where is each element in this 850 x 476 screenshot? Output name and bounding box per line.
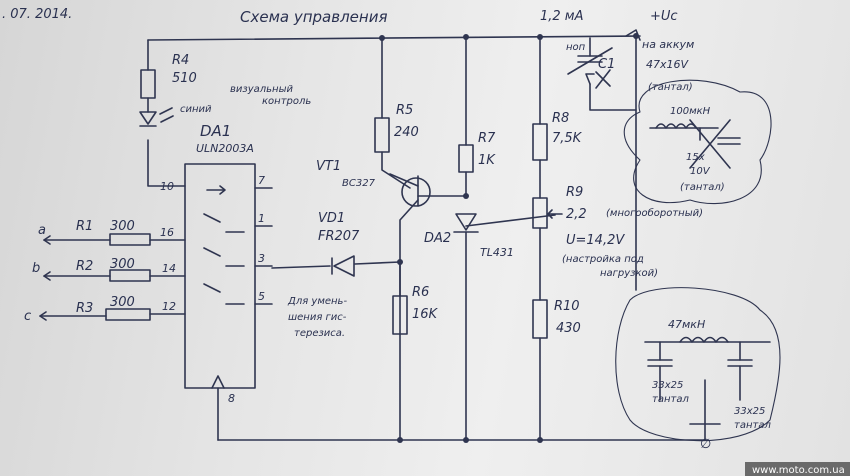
resistor-r3 — [105, 308, 151, 321]
bottom-filter-cap2-type: тантал — [734, 420, 771, 431]
r7-name: R7 — [478, 131, 496, 146]
bottom-filter-inductor: 47мкН — [668, 318, 705, 331]
watermark-text: www.moto.com.ua — [752, 465, 845, 476]
top-filter-type: (тантал) — [680, 182, 725, 193]
input-arrows — [39, 29, 641, 321]
voltage-text: +Uс — [650, 9, 678, 24]
wires — [39, 35, 771, 441]
c1-name: C1 — [598, 57, 615, 72]
hyst-note-1: Для умень- — [287, 296, 347, 307]
led-symbol — [139, 107, 174, 127]
line-a: a — [38, 223, 46, 238]
bottom-filter-cap2: 33x25 — [734, 406, 765, 417]
r4-value: 510 — [172, 71, 197, 86]
adjust-note-2: нагрузкой) — [600, 268, 658, 279]
da2-name: DA2 — [424, 231, 451, 246]
top-filter-inductor: 100мкН — [670, 106, 711, 117]
pin-8: 8 — [228, 392, 235, 405]
r9-name: R9 — [566, 185, 583, 200]
da1-name: DA1 — [200, 122, 231, 140]
date-text: . 07. 2014. — [2, 7, 72, 22]
r7-value: 1K — [478, 153, 496, 168]
resistor-r7 — [458, 144, 474, 173]
r10-name: R10 — [554, 299, 580, 314]
line-c: c — [24, 309, 31, 324]
top-filter-cap: 15x — [686, 152, 705, 163]
pin-1: 1 — [258, 212, 265, 225]
top-filter-parts — [655, 119, 741, 169]
ground-symbol: ∅ — [700, 437, 711, 452]
r3-name: R3 — [76, 301, 93, 316]
vt1-name: VT1 — [316, 159, 341, 174]
r9-note: (многооборотный) — [606, 207, 703, 219]
transistor-vt1-body — [401, 177, 431, 207]
c1-type: (тантал) — [648, 82, 693, 93]
resistor-r2 — [109, 269, 151, 282]
r2-name: R2 — [76, 259, 93, 274]
da2-part: TL431 — [480, 246, 514, 259]
bottom-filter-outline — [615, 287, 781, 442]
r8-value: 7,5K — [552, 131, 583, 146]
top-filter-outline — [623, 79, 772, 205]
r2-value: 300 — [110, 257, 135, 272]
pin-10: 10 — [160, 180, 174, 193]
r9-value: 2,2 — [566, 207, 587, 222]
r3-value: 300 — [110, 295, 135, 310]
pin-7: 7 — [258, 174, 265, 187]
r3-pin: 12 — [162, 300, 176, 313]
c1-cap-top: ноп — [566, 42, 586, 53]
u-set-text: U=14,2V — [566, 233, 625, 248]
hyst-note-3: терезиса. — [294, 328, 345, 339]
bottom-filter-cap1: 33x25 — [652, 380, 683, 391]
top-rail-wire — [147, 35, 641, 41]
pin-3: 3 — [258, 252, 265, 265]
vd1-name: VD1 — [318, 211, 345, 226]
resistor-r5 — [374, 117, 390, 153]
da1-chip — [184, 163, 256, 389]
r1-value: 300 — [110, 219, 135, 234]
r5-value: 240 — [394, 125, 419, 140]
visual-note-3: синий — [180, 104, 212, 115]
resistor-r6 — [392, 295, 408, 335]
r6-value: 16K — [412, 307, 439, 322]
capacitor-c1 — [567, 47, 613, 89]
r1-name: R1 — [76, 219, 93, 234]
hyst-note-2: шения гис- — [288, 312, 347, 323]
title-text: Схема управления — [240, 8, 388, 26]
r2-pin: 14 — [162, 262, 176, 275]
bottom-filter-cap1-type: тантал — [652, 394, 689, 405]
tl431-symbol — [453, 213, 479, 233]
r8-name: R8 — [552, 111, 569, 126]
to-battery-text: на аккум — [642, 38, 694, 51]
r6-name: R6 — [412, 285, 429, 300]
vd1-part: FR207 — [318, 229, 360, 244]
visual-note-1: визуальный — [230, 84, 293, 95]
r1-pin: 16 — [160, 226, 174, 239]
pin-5: 5 — [258, 290, 265, 303]
resistors — [105, 69, 548, 339]
resistor-r10 — [532, 299, 548, 339]
resistor-r4 — [140, 69, 156, 99]
line-b: b — [32, 261, 40, 276]
current-text: 1,2 мА — [540, 9, 584, 24]
resistor-r9 — [532, 197, 548, 229]
watermark-bar — [745, 462, 850, 476]
r10-value: 430 — [556, 321, 581, 336]
bottom-filter-parts — [647, 336, 753, 425]
resistor-r1 — [109, 233, 151, 246]
r4-name: R4 — [172, 53, 189, 68]
adjust-note-1: (настройка под — [562, 254, 644, 265]
diode-vd1 — [331, 255, 355, 277]
vt1-part: BC327 — [342, 178, 376, 189]
c1-rating: 47x16V — [646, 58, 690, 71]
da1-part: ULN2003A — [196, 142, 254, 155]
resistor-r8 — [532, 123, 548, 161]
visual-note-2: контроль — [262, 96, 311, 107]
r5-name: R5 — [396, 103, 413, 118]
top-filter-volt: 10V — [690, 166, 711, 177]
